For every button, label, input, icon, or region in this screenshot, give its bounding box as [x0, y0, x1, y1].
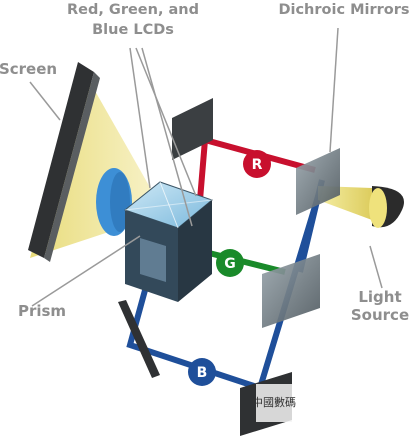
light-source-lens: [369, 188, 387, 228]
screen-edge: [44, 72, 100, 262]
lcds-pointer-lines: [129, 47, 197, 227]
dichroic-mirror-lower: [262, 254, 320, 328]
lcds-label-line2: Blue LCDs: [92, 22, 174, 38]
green-badge-label: G: [224, 256, 236, 272]
mirrors-pointer-line: [329, 27, 339, 153]
red-badge-label: R: [252, 157, 263, 173]
screen-pointer-line: [29, 81, 61, 121]
top-mirror: [172, 98, 213, 160]
lcds-label-line1: Red, Green, and: [67, 2, 199, 18]
blue-badge: B: [188, 358, 216, 386]
bottom-left-mirror: [118, 300, 160, 378]
source-pointer-line: [369, 245, 383, 289]
source-label-line2: Source: [351, 306, 409, 324]
watermark-text: 中國數碼: [252, 396, 296, 409]
prism-pointer-line: [31, 235, 141, 307]
blue-badge-label: B: [197, 365, 208, 381]
watermark-stamp: 中國數碼: [252, 384, 296, 422]
screen-panel: [28, 62, 94, 258]
source-label-line1: Light: [358, 288, 401, 306]
prism-label: Prism: [18, 302, 66, 320]
screen-label: Screen: [0, 60, 57, 78]
dichroic-mirror-upper: [296, 148, 340, 215]
mirrors-label: Dichroic Mirrors: [278, 2, 409, 18]
red-badge: R: [243, 150, 271, 178]
green-badge: G: [216, 249, 244, 277]
prism-cube: [123, 181, 214, 302]
